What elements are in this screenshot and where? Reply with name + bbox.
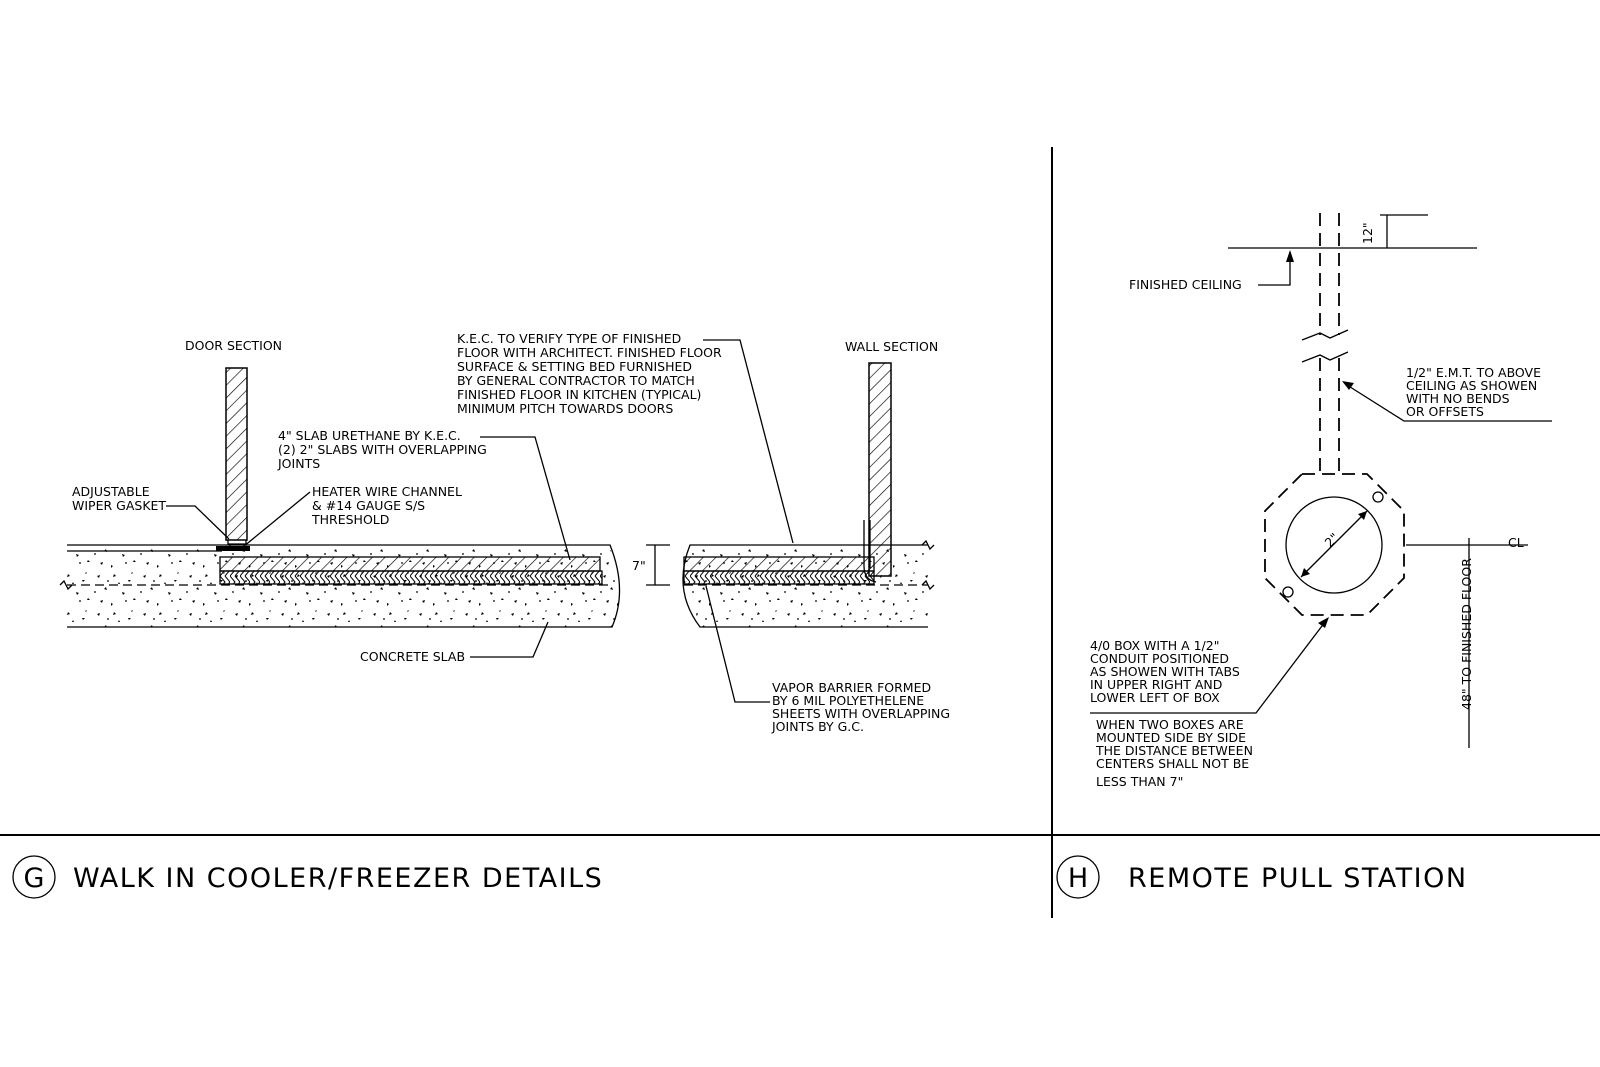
- kec-note: K.E.C. TO VERIFY TYPE OF FINISHED FLOOR …: [457, 331, 794, 544]
- svg-text:4" SLAB URETHANE BY K.E.C.: 4" SLAB URETHANE BY K.E.C.: [278, 428, 461, 443]
- svg-text:LESS THAN 7": LESS THAN 7": [1096, 774, 1183, 789]
- box-note: 4/0 BOX WITH A 1/2" CONDUIT POSITIONED A…: [1090, 617, 1329, 714]
- cove-base: [863, 520, 877, 583]
- detail-g-title: G WALK IN COOLER/FREEZER DETAILS: [12, 855, 603, 899]
- dim-12in: 12": [1360, 222, 1375, 244]
- svg-text:MOUNTED SIDE BY SIDE: MOUNTED SIDE BY SIDE: [1096, 730, 1246, 745]
- svg-text:LOWER LEFT OF BOX: LOWER LEFT OF BOX: [1090, 690, 1220, 705]
- emt-note: 1/2" E.M.T. TO ABOVE CEILING AS SHOWEN W…: [1342, 365, 1552, 422]
- circle-dim: 2": [1322, 530, 1342, 550]
- heater-note: HEATER WIRE CHANNEL & #14 GAUGE S/S THRE…: [242, 484, 462, 548]
- svg-text:THE DISTANCE BETWEEN: THE DISTANCE BETWEEN: [1095, 743, 1253, 758]
- svg-text:& #14 GAUGE S/S: & #14 GAUGE S/S: [312, 498, 425, 513]
- finished-ceiling-label: FINISHED CEILING: [1129, 277, 1242, 292]
- gasket-note: ADJUSTABLE WIPER GASKET: [72, 484, 230, 540]
- detail-title-h: REMOTE PULL STATION: [1128, 863, 1468, 894]
- svg-text:(2) 2" SLABS WITH OVERLAPPING: (2) 2" SLABS WITH OVERLAPPING: [278, 442, 487, 457]
- door-floor-section: [59, 544, 621, 628]
- octagon-box: 2": [1264, 473, 1405, 616]
- floor-dim-label: 48" TO FINISHED FLOOR: [1459, 558, 1474, 710]
- ceiling-line: 12" FINISHED CEILING: [1129, 214, 1477, 292]
- svg-text:1/2" E.M.T. TO ABOVE: 1/2" E.M.T. TO ABOVE: [1406, 365, 1541, 380]
- svg-text:VAPOR BARRIER FORMED: VAPOR BARRIER FORMED: [772, 680, 931, 695]
- centerline-label: CL: [1508, 535, 1524, 550]
- detail-title-g: WALK IN COOLER/FREEZER DETAILS: [73, 863, 603, 894]
- svg-text:4/0 BOX WITH A 1/2": 4/0 BOX WITH A 1/2": [1090, 638, 1219, 653]
- svg-text:HEATER WIRE CHANNEL: HEATER WIRE CHANNEL: [312, 484, 462, 499]
- svg-text:WHEN TWO BOXES ARE: WHEN TWO BOXES ARE: [1096, 717, 1244, 732]
- svg-text:THRESHOLD: THRESHOLD: [311, 512, 389, 527]
- door-panel: [225, 367, 248, 541]
- svg-text:SURFACE & SETTING BED FURNISHE: SURFACE & SETTING BED FURNISHED: [457, 359, 692, 374]
- dimension-label: 7": [632, 558, 646, 573]
- svg-text:JOINTS: JOINTS: [277, 456, 320, 471]
- svg-text:BY 6 MIL POLYETHELENE: BY 6 MIL POLYETHELENE: [772, 693, 924, 708]
- centerline: CL 48" TO FINISHED FLOOR: [1406, 535, 1528, 748]
- svg-text:IN UPPER RIGHT AND: IN UPPER RIGHT AND: [1090, 677, 1222, 692]
- svg-text:CONDUIT POSITIONED: CONDUIT POSITIONED: [1090, 651, 1229, 666]
- sheet-frame: [0, 147, 1600, 918]
- wall-panel: [868, 362, 892, 577]
- svg-text:K.E.C. TO VERIFY TYPE OF FINIS: K.E.C. TO VERIFY TYPE OF FINISHED: [457, 331, 681, 346]
- tab-upper-right: [1372, 491, 1384, 503]
- svg-text:AS SHOWEN WITH TABS: AS SHOWEN WITH TABS: [1090, 664, 1240, 679]
- dimension-7in: 7": [632, 544, 670, 586]
- svg-text:ADJUSTABLE: ADJUSTABLE: [72, 484, 150, 499]
- boxes-note: WHEN TWO BOXES ARE MOUNTED SIDE BY SIDE …: [1095, 717, 1253, 789]
- detail-h: 12" FINISHED CEILING 1/2" E.M.T. TO ABOV…: [1056, 213, 1552, 899]
- svg-text:BY GENERAL CONTRACTOR TO MATCH: BY GENERAL CONTRACTOR TO MATCH: [457, 373, 695, 388]
- tab-lower-left: [1282, 586, 1294, 598]
- wall-floor-section: [682, 539, 935, 628]
- svg-text:CONCRETE SLAB: CONCRETE SLAB: [360, 649, 465, 664]
- detail-g: 7" DOOR SECTION WALL SECTION K.E.C. TO V…: [12, 331, 950, 899]
- svg-text:MINIMUM PITCH TOWARDS DOORS: MINIMUM PITCH TOWARDS DOORS: [457, 401, 673, 416]
- concrete-note: CONCRETE SLAB: [360, 621, 549, 664]
- detail-h-title: H REMOTE PULL STATION: [1056, 855, 1468, 899]
- svg-text:WITH NO BENDS: WITH NO BENDS: [1406, 391, 1510, 406]
- svg-text:FLOOR WITH ARCHITECT. FINISHED: FLOOR WITH ARCHITECT. FINISHED FLOOR: [457, 345, 722, 360]
- svg-text:JOINTS BY G.C.: JOINTS BY G.C.: [771, 719, 864, 734]
- vapor-note: VAPOR BARRIER FORMED BY 6 MIL POLYETHELE…: [705, 585, 950, 734]
- conduit: [1301, 213, 1349, 473]
- svg-text:CENTERS SHALL NOT BE: CENTERS SHALL NOT BE: [1096, 756, 1249, 771]
- svg-text:OR OFFSETS: OR OFFSETS: [1406, 404, 1484, 419]
- svg-text:FINISHED FLOOR IN KITCHEN (TYP: FINISHED FLOOR IN KITCHEN (TYPICAL): [457, 387, 701, 402]
- svg-text:WIPER GASKET: WIPER GASKET: [72, 498, 166, 513]
- detail-tag-h: H: [1068, 863, 1088, 894]
- door-section-label: DOOR SECTION: [185, 338, 282, 353]
- slab-note: 4" SLAB URETHANE BY K.E.C. (2) 2" SLABS …: [277, 428, 571, 561]
- svg-text:CEILING AS SHOWEN: CEILING AS SHOWEN: [1406, 378, 1537, 393]
- detail-tag-g: G: [24, 863, 45, 894]
- wall-section-label: WALL SECTION: [845, 339, 938, 354]
- threshold: [216, 546, 250, 551]
- svg-text:SHEETS WITH OVERLAPPING: SHEETS WITH OVERLAPPING: [772, 706, 950, 721]
